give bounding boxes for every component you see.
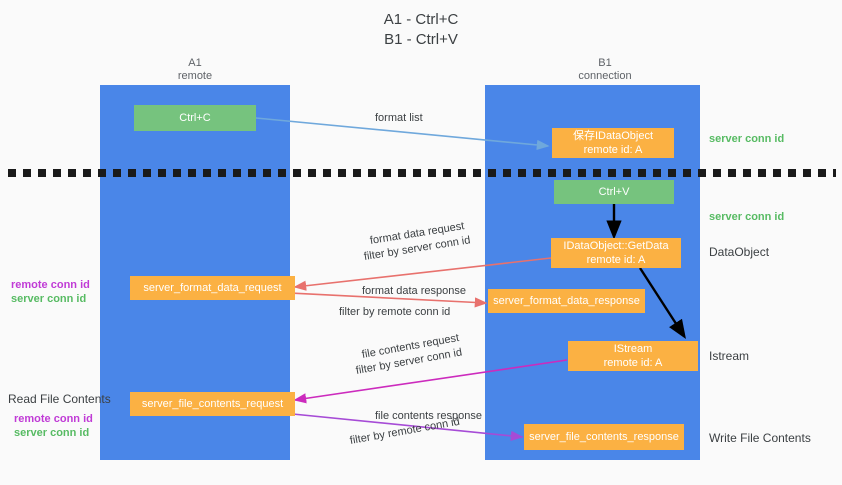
node-ctrl-v-label: Ctrl+V <box>598 186 630 198</box>
node-idataobject-getdata-line1: IDataObject::GetData <box>563 240 669 252</box>
edge-label-format-data-response-line1: format data response <box>362 285 466 297</box>
dashed-divider <box>8 169 836 177</box>
annotation-dataobject: DataObject <box>709 245 770 259</box>
node-server-file-contents-request[interactable]: server_file_contents_request <box>130 392 295 416</box>
filter-by-prefix: filter by <box>339 306 378 318</box>
filter-by-prefix: filter by <box>363 245 403 263</box>
annotation-remote-conn-id-bottom: remote conn id <box>14 413 93 425</box>
annotation-istream: Istream <box>709 349 750 363</box>
node-istream[interactable]: IStream remote id: A <box>568 341 698 371</box>
annotation-server-conn-id-top: server conn id <box>709 133 785 145</box>
node-istream-line1: IStream <box>613 343 653 355</box>
diagram-title: A1 - Ctrl+C B1 - Ctrl+V <box>0 10 842 50</box>
node-ctrl-v[interactable]: Ctrl+V <box>554 180 674 204</box>
node-save-idataobject[interactable]: 保存IDataObject remote id: A <box>552 128 674 158</box>
node-server-format-data-request-label: server_format_data_request <box>143 282 282 294</box>
node-save-idataobject-line2: remote id: A <box>583 144 643 156</box>
title-line-2: B1 - Ctrl+V <box>384 31 458 48</box>
filter-by-prefix: filter by <box>348 428 389 447</box>
node-server-format-data-response[interactable]: server_format_data_response <box>488 289 645 313</box>
column-b1-name: B1 <box>598 57 612 69</box>
filter-by-prefix: filter by <box>354 358 395 377</box>
node-idataobject-getdata-line2: remote id: A <box>586 254 646 266</box>
edge-label-format-data-response-line2: filter by remote conn id <box>339 305 450 319</box>
edge-label-format-list: format list <box>375 112 423 124</box>
annotation-server-conn-id-left-mid: server conn id <box>11 293 87 305</box>
column-header-a1: A1 remote <box>120 57 270 83</box>
annotation-read-file-contents: Read File Contents <box>8 392 111 406</box>
node-save-idataobject-line1: 保存IDataObject <box>572 130 654 142</box>
node-ctrl-c[interactable]: Ctrl+C <box>134 105 256 131</box>
annotation-server-conn-id-mid: server conn id <box>709 211 785 223</box>
annotation-remote-conn-id-mid: remote conn id <box>11 279 90 291</box>
remote-conn-id-value: remote conn id <box>377 306 451 318</box>
column-header-b1: B1 connection <box>530 57 680 83</box>
annotation-write-file-contents: Write File Contents <box>709 431 811 445</box>
annotation-server-conn-id-bottom: server conn id <box>14 427 90 439</box>
node-server-file-contents-request-label: server_file_contents_request <box>141 398 284 410</box>
node-server-format-data-response-label: server_format_data_response <box>493 295 640 307</box>
column-a1-name: A1 <box>188 57 202 69</box>
column-b1-role: connection <box>578 70 632 82</box>
node-server-file-contents-response[interactable]: server_file_contents_response <box>524 424 684 450</box>
node-idataobject-getdata[interactable]: IDataObject::GetData remote id: A <box>551 238 681 268</box>
edge-label-file-contents-response-line1: file contents response <box>375 410 483 422</box>
node-ctrl-c-label: Ctrl+C <box>179 112 211 124</box>
title-line-1: A1 - Ctrl+C <box>383 11 459 28</box>
node-istream-line2: remote id: A <box>603 357 663 369</box>
node-server-file-contents-response-label: server_file_contents_response <box>529 431 679 443</box>
column-a1-role: remote <box>177 70 213 82</box>
node-server-format-data-request[interactable]: server_format_data_request <box>130 276 295 300</box>
